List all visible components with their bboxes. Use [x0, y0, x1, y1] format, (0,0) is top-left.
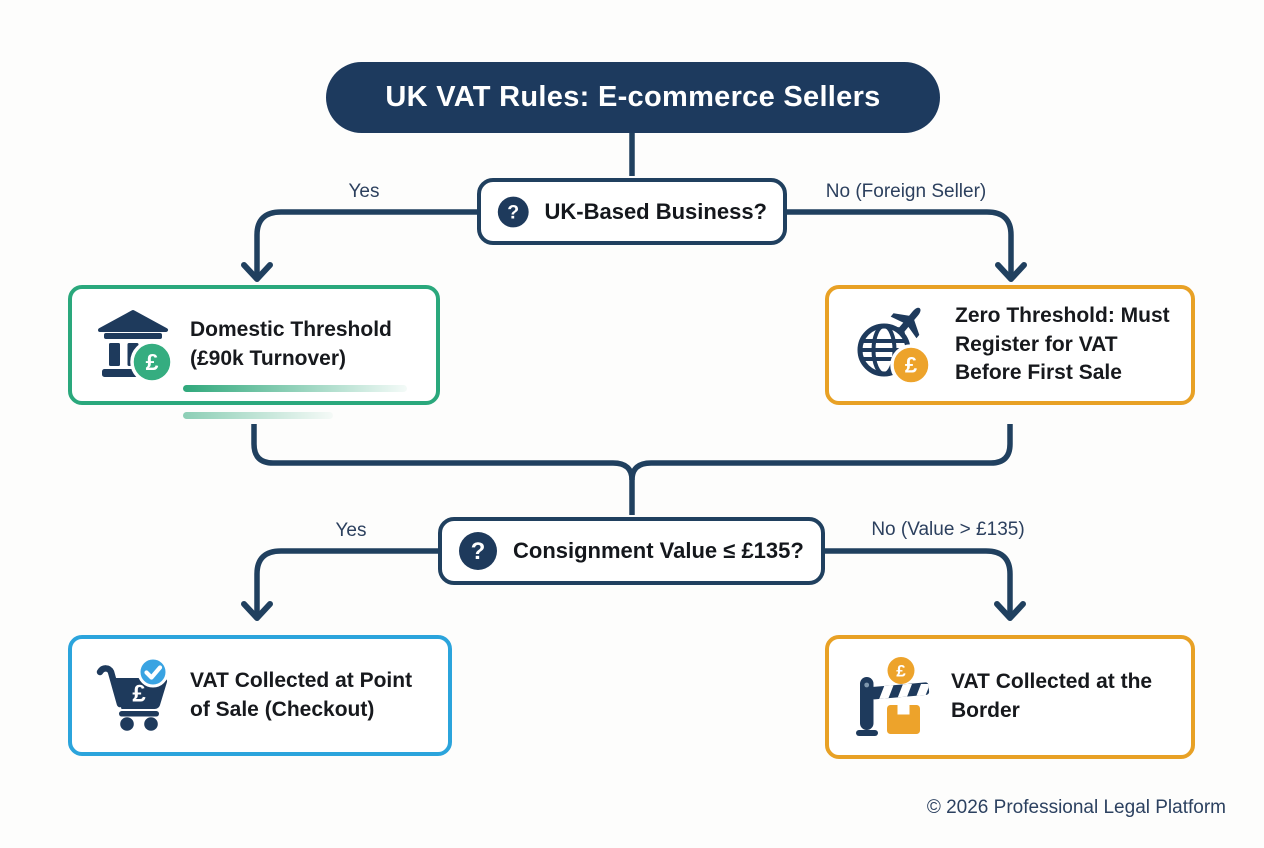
node-vat-point-of-sale: £ VAT Collected at Point of Sale (Checko…	[68, 635, 452, 756]
question-icon: ?	[459, 532, 497, 570]
svg-text:£: £	[132, 680, 146, 707]
globe-plane-icon: £	[851, 304, 939, 386]
pound-coin: £	[887, 657, 915, 684]
bank-icon: £	[94, 306, 174, 384]
arrowhead-no-1	[995, 262, 1027, 282]
node-label-domestic: Domestic Threshold (£90k Turnover)	[190, 318, 392, 370]
arrowhead-no-2	[994, 601, 1026, 621]
connector-merge-right	[629, 424, 1013, 481]
node-label-border: VAT Collected at the Border	[951, 670, 1153, 722]
progress-line-outer	[183, 412, 333, 419]
decision-uk-based-business: ? UK-Based Business?	[477, 178, 787, 245]
copyright-text: © 2026 Professional Legal Platform	[926, 797, 1226, 818]
progress-line-inner	[183, 385, 407, 392]
connector-yes-2	[254, 548, 438, 615]
branch-label-yes-2: Yes	[335, 520, 367, 541]
pound-badge-green: £	[130, 340, 174, 384]
arrowhead-yes-2	[241, 601, 273, 621]
branch-label-no-1: No (Foreign Seller)	[825, 181, 987, 202]
connector-yes-1	[254, 209, 477, 276]
question-icon: ?	[497, 196, 529, 227]
node-label-foreign: Zero Threshold: Must Register for VAT Be…	[955, 303, 1170, 385]
svg-text:£: £	[896, 662, 906, 681]
svg-text:£: £	[146, 349, 159, 375]
arrowhead-yes-1	[241, 262, 273, 282]
node-label-checkout: VAT Collected at Point of Sale (Checkout…	[190, 668, 413, 721]
node-zero-threshold: £ Zero Threshold: Must Register for VAT …	[825, 285, 1195, 405]
svg-text:£: £	[905, 353, 918, 378]
connector-merge-left	[251, 424, 635, 515]
page-title: UK VAT Rules: E-commerce Sellers	[326, 62, 940, 133]
svg-text:?: ?	[507, 201, 519, 223]
svg-text:?: ?	[471, 538, 486, 565]
connector-no-1	[787, 209, 1014, 276]
cart-check-icon: £	[94, 656, 174, 735]
connector-no-2	[825, 548, 1013, 615]
branch-label-no-2: No (Value > £135)	[871, 519, 1025, 540]
decision-question-text: UK-Based Business?	[544, 198, 767, 224]
branch-label-yes-1: Yes	[348, 181, 380, 202]
check-badge	[137, 656, 169, 687]
decision-consignment-value: ? Consignment Value ≤ £135?	[438, 517, 825, 585]
node-vat-at-border: £ VAT Collected at the Border	[825, 635, 1195, 759]
pound-badge-orange: £	[890, 344, 932, 386]
page-title-text: UK VAT Rules: E-commerce Sellers	[385, 81, 881, 113]
plane-glyph	[890, 307, 921, 340]
decision-question-text: Consignment Value ≤ £135?	[513, 538, 804, 563]
border-barrier-icon: £	[851, 656, 935, 738]
